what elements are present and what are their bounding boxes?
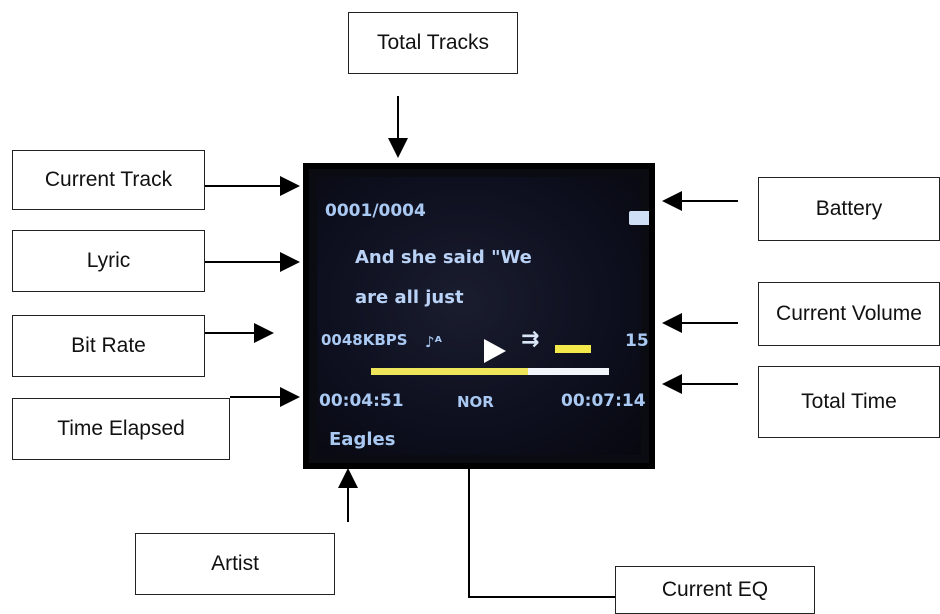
progress-bar xyxy=(371,368,609,375)
battery-icon xyxy=(629,211,649,225)
play-mode-icon: ♪ᴬ xyxy=(425,333,442,351)
volume-bar xyxy=(555,345,591,353)
total-time: 00:07:14 xyxy=(561,391,646,411)
label-current-eq: Current EQ xyxy=(615,566,815,614)
track-counter: 0001/0004 xyxy=(325,201,426,221)
elapsed-time: 00:04:51 xyxy=(319,391,404,411)
label-lyric: Lyric xyxy=(12,230,205,292)
label-battery: Battery xyxy=(758,177,940,241)
bitrate-readout: 0048KBPS xyxy=(321,331,408,349)
play-icon xyxy=(484,339,506,363)
lyric-line-2: are all just xyxy=(355,287,464,308)
shuffle-icon: ⇉ xyxy=(521,327,540,352)
eq-mode: NOR xyxy=(457,393,494,411)
arrow-current-eq xyxy=(459,421,615,598)
label-bit-rate: Bit Rate xyxy=(12,315,205,377)
label-time-elapsed: Time Elapsed xyxy=(12,398,230,460)
label-total-tracks: Total Tracks xyxy=(348,12,518,74)
label-total-time: Total Time xyxy=(758,366,940,438)
label-current-volume: Current Volume xyxy=(758,282,940,346)
label-current-track: Current Track xyxy=(12,150,205,210)
lyric-line-1: And she said "We xyxy=(355,247,532,268)
progress-fill xyxy=(371,368,529,375)
device-screen: 0001/0004 And she said "We are all just … xyxy=(303,163,655,469)
label-artist: Artist xyxy=(135,533,335,595)
volume-readout: 15 xyxy=(625,331,649,351)
artist-name: Eagles xyxy=(329,429,396,450)
screen-display: 0001/0004 And she said "We are all just … xyxy=(317,177,649,455)
